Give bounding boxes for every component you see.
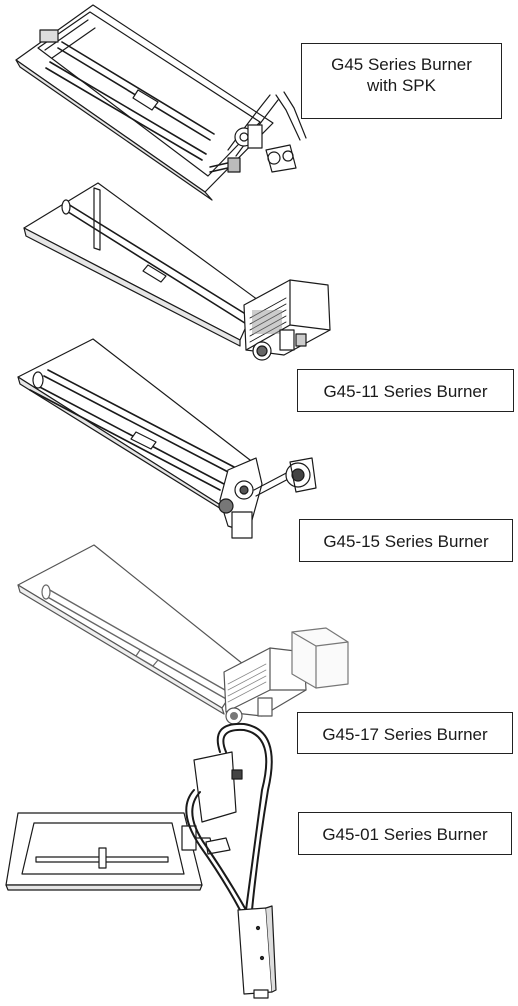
g45-label-line2: with SPK: [367, 76, 436, 95]
g45-series-burner-label: G45 Series Burner with SPK: [301, 43, 502, 119]
g45-15-burner-illustration: [17, 338, 317, 539]
g45-01-burner-illustration: [5, 722, 277, 999]
g45-label-line1: G45 Series Burner: [331, 55, 472, 74]
burner-with-control-box-illustration: [23, 182, 331, 361]
g45-17-burner-illustration: [17, 544, 349, 725]
g45-15-series-burner-label: G45-15 Series Burner: [299, 519, 513, 562]
g45-17-series-burner-label: G45-17 Series Burner: [297, 712, 513, 754]
g45-01-series-burner-label: G45-01 Series Burner: [298, 812, 512, 855]
g45-burner-illustration: [15, 4, 307, 201]
g45-11-series-burner-label: G45-11 Series Burner: [297, 369, 514, 412]
